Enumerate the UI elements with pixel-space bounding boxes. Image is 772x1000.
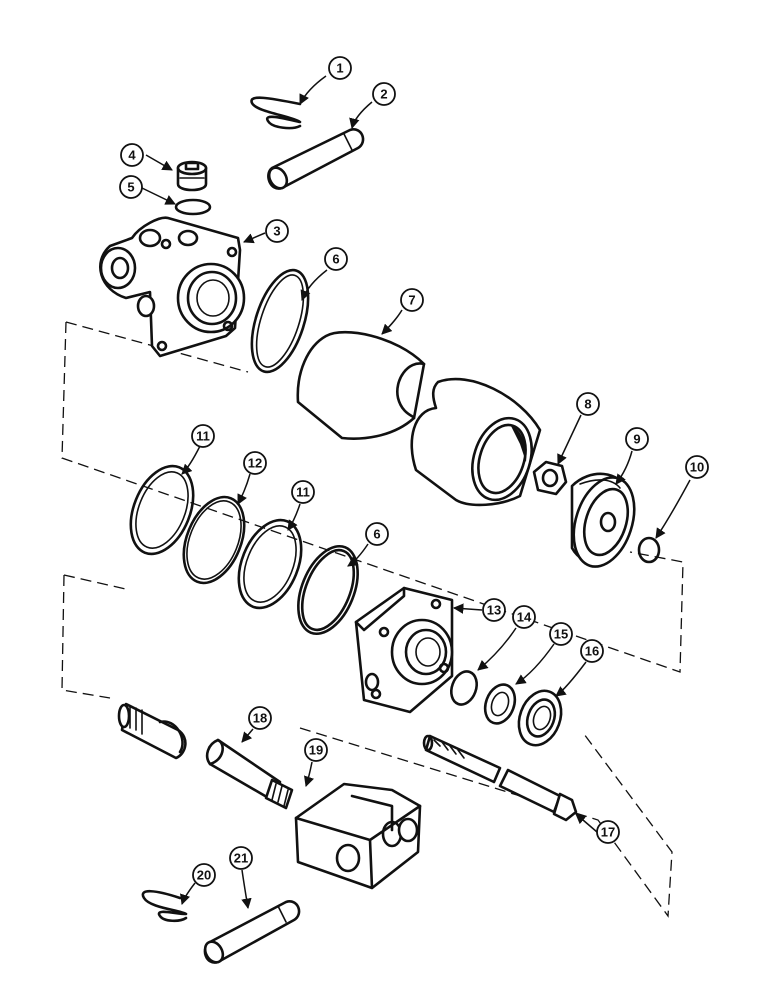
svg-text:14: 14 xyxy=(517,610,532,625)
svg-text:3: 3 xyxy=(273,224,280,239)
svg-text:1: 1 xyxy=(336,61,343,76)
lower-group-outline xyxy=(61,574,673,918)
callout-20: 20 xyxy=(192,863,216,887)
backup-ring-11-right xyxy=(237,518,303,610)
svg-text:20: 20 xyxy=(197,868,211,883)
svg-text:18: 18 xyxy=(253,711,267,726)
callout-21: 21 xyxy=(229,846,253,870)
callout-11-left: 11 xyxy=(191,424,215,448)
callout-17: 17 xyxy=(596,820,620,844)
callout-2: 2 xyxy=(372,82,396,106)
svg-text:19: 19 xyxy=(309,743,323,758)
svg-text:9: 9 xyxy=(633,432,640,447)
callout-7: 7 xyxy=(400,288,424,312)
tube-7 xyxy=(296,330,542,507)
svg-text:5: 5 xyxy=(127,180,134,195)
clevis-pin-21 xyxy=(203,900,301,964)
callout-10: 10 xyxy=(685,455,709,479)
callout-4: 4 xyxy=(120,143,144,167)
svg-text:11: 11 xyxy=(296,485,310,500)
callout-12: 12 xyxy=(243,451,267,475)
svg-text:11: 11 xyxy=(196,429,210,444)
callout-18: 18 xyxy=(248,706,272,730)
svg-text:2: 2 xyxy=(380,87,387,102)
piston-rod-17 xyxy=(422,734,578,822)
callout-13: 13 xyxy=(482,598,506,622)
o-ring-14 xyxy=(450,670,478,706)
clevis-pin-2 xyxy=(267,128,365,190)
hair-pin-cotter-20 xyxy=(141,889,188,923)
plug-4 xyxy=(176,160,208,192)
svg-text:4: 4 xyxy=(128,148,136,163)
callout-3: 3 xyxy=(265,219,289,243)
upper-group-outline xyxy=(61,321,684,673)
callout-1: 1 xyxy=(328,56,352,80)
leader-lines xyxy=(141,75,691,910)
clevis-19 xyxy=(294,782,422,890)
svg-text:15: 15 xyxy=(554,627,568,642)
svg-text:6: 6 xyxy=(373,527,380,542)
nut-8 xyxy=(532,460,568,496)
svg-text:10: 10 xyxy=(690,460,704,475)
callout-5: 5 xyxy=(119,175,143,199)
callout-19: 19 xyxy=(304,738,328,762)
o-ring-10 xyxy=(637,536,661,564)
callout-6-upper: 6 xyxy=(324,247,348,271)
backup-ring-11-left xyxy=(129,464,195,556)
svg-text:7: 7 xyxy=(408,293,415,308)
seal-ring-12 xyxy=(182,495,246,585)
base-end-3 xyxy=(99,216,246,358)
svg-text:21: 21 xyxy=(234,851,248,866)
svg-text:13: 13 xyxy=(487,603,501,618)
o-ring-6-upper xyxy=(250,268,310,374)
svg-text:8: 8 xyxy=(584,397,591,412)
callout-14: 14 xyxy=(512,605,536,629)
svg-text:6: 6 xyxy=(332,252,339,267)
backup-washer-15 xyxy=(483,683,517,725)
o-ring-5 xyxy=(174,198,212,216)
wiper-seal-16 xyxy=(517,689,563,747)
callout-8: 8 xyxy=(576,392,600,416)
callout-9: 9 xyxy=(625,427,649,451)
rod-stud xyxy=(117,702,187,760)
callout-15: 15 xyxy=(549,622,573,646)
svg-text:12: 12 xyxy=(248,456,262,471)
callout-6-lower: 6 xyxy=(365,522,389,546)
rod-end-head-13 xyxy=(354,586,454,714)
svg-text:17: 17 xyxy=(601,825,615,840)
hair-pin-cotter-1 xyxy=(250,96,302,130)
callout-11-right: 11 xyxy=(291,480,315,504)
rod-piece-18 xyxy=(205,738,294,810)
o-ring-6-lower xyxy=(297,544,359,636)
callout-16: 16 xyxy=(580,639,604,663)
piston-9 xyxy=(570,472,636,568)
svg-text:16: 16 xyxy=(585,644,599,659)
